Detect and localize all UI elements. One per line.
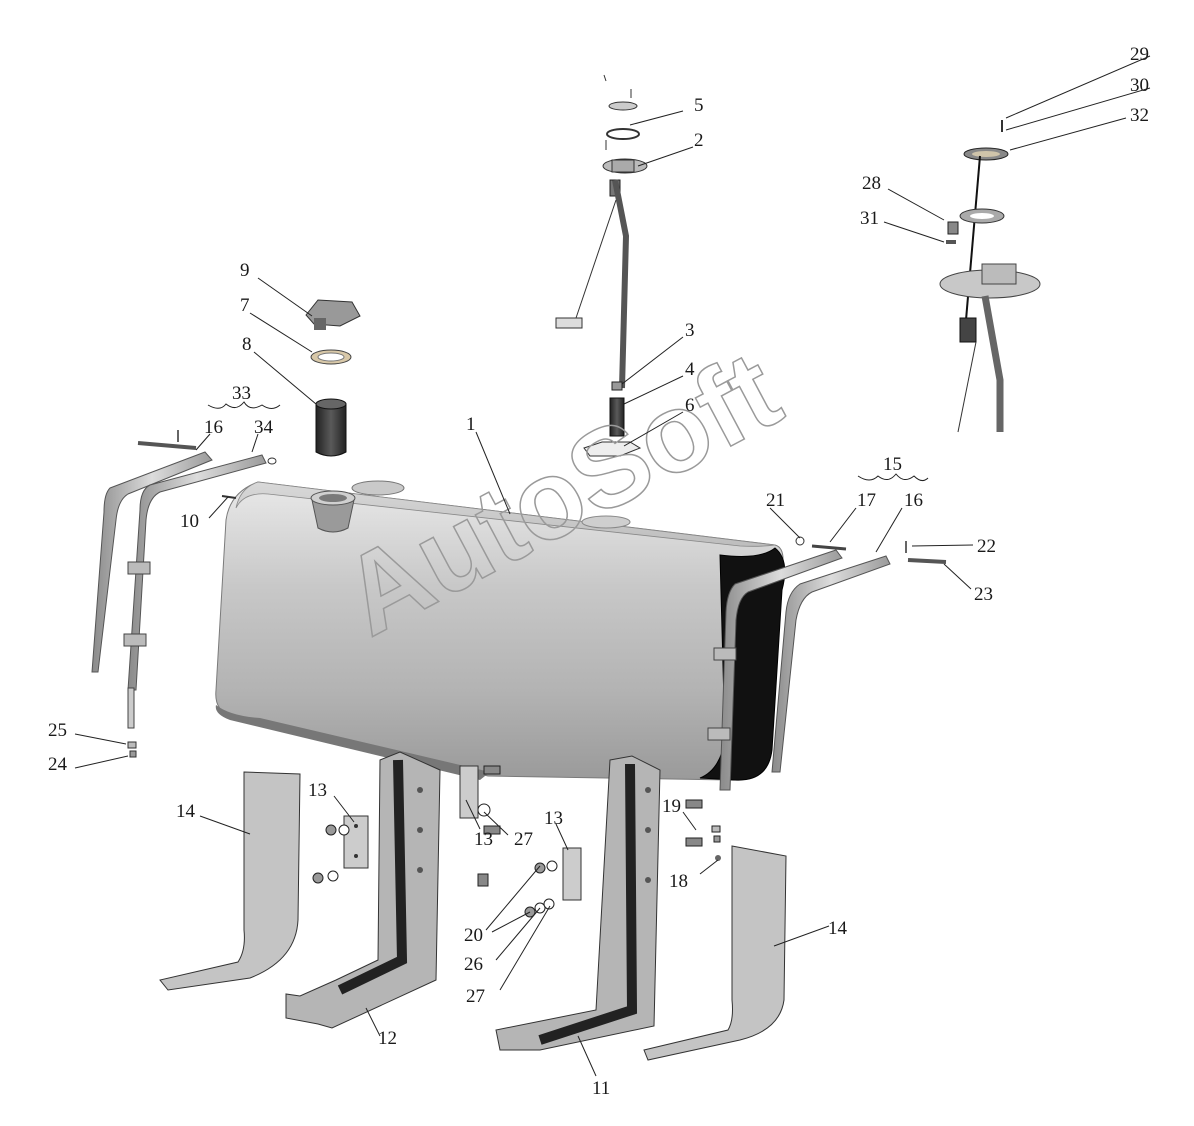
label-27-bottom: 27: [466, 986, 485, 1007]
label-31: 31: [860, 208, 879, 229]
label-29: 29: [1130, 44, 1149, 65]
label-14-right: 14: [828, 918, 848, 939]
label-15: 15: [883, 454, 902, 475]
label-22: 22: [977, 536, 996, 557]
label-28: 28: [862, 173, 881, 194]
label-30: 30: [1130, 75, 1149, 96]
left-strap-outer: [91, 451, 213, 673]
shield-14-left: [159, 771, 301, 991]
label-32: 32: [1130, 105, 1149, 126]
label-19: 19: [662, 796, 681, 817]
label-18: 18: [669, 871, 688, 892]
left-bolts: [127, 430, 277, 758]
label-34: 34: [254, 417, 274, 438]
fuel-intake-assembly: [939, 120, 1041, 433]
label-9: 9: [240, 260, 250, 281]
label-24: 24: [48, 754, 68, 775]
right-bolts: [795, 536, 947, 564]
label-13-center: 13: [474, 829, 493, 850]
right-strap-inner: [707, 549, 843, 791]
label-3: 3: [685, 320, 695, 341]
label-33: 33: [232, 383, 251, 404]
label-13-right: 13: [544, 808, 563, 829]
label-6: 6: [685, 395, 695, 416]
label-23: 23: [974, 584, 993, 605]
label-20: 20: [464, 925, 483, 946]
bracket-11: [495, 755, 661, 1051]
bracket-12: [285, 751, 441, 1029]
plate-13-left: [343, 815, 369, 869]
shield-14-right: [643, 845, 787, 1061]
leader-lines: [74, 55, 1151, 1077]
label-13-left: 13: [308, 780, 327, 801]
label-7: 7: [240, 295, 250, 316]
right-strap-outer: [771, 555, 891, 773]
label-11: 11: [592, 1078, 610, 1099]
level-sensor-assembly: [555, 74, 648, 457]
label-16-left: 16: [204, 417, 223, 438]
filler-cap: [305, 299, 361, 330]
callout-labels: 1 2 3 4 5 6 7 8 9 10 11 12 13 13 13 14 1…: [48, 44, 1149, 1099]
fuel-tank: [215, 480, 786, 781]
filler-neck-filter: [315, 398, 347, 457]
label-8: 8: [242, 334, 252, 355]
label-14-left: 14: [176, 801, 196, 822]
label-21: 21: [766, 490, 785, 511]
label-4: 4: [685, 359, 695, 380]
label-1: 1: [466, 414, 476, 435]
plate-13-right: [562, 847, 582, 901]
label-2: 2: [694, 130, 704, 151]
label-16-right: 16: [904, 490, 923, 511]
plate-13-center: [459, 765, 479, 819]
label-25: 25: [48, 720, 67, 741]
label-5: 5: [694, 95, 704, 116]
label-10: 10: [180, 511, 199, 532]
label-27-top: 27: [514, 829, 533, 850]
filler-ring: [310, 349, 352, 365]
label-12: 12: [378, 1028, 397, 1049]
left-strap-inner: [123, 454, 267, 729]
fasteners: [312, 765, 721, 918]
label-26: 26: [464, 954, 483, 975]
label-17: 17: [857, 490, 876, 511]
